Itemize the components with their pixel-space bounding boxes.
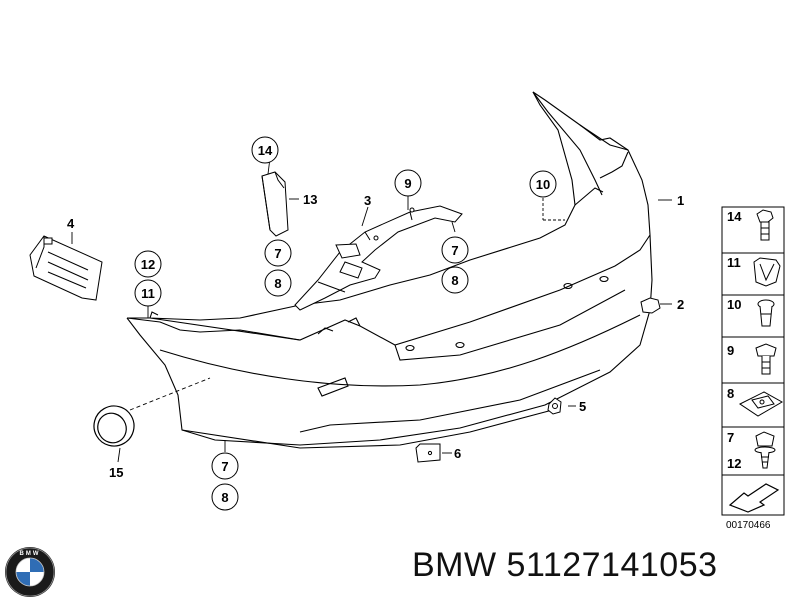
expanding-rivet-icon xyxy=(757,299,775,327)
svg-text:7: 7 xyxy=(451,243,458,258)
fastener-legend xyxy=(721,206,785,516)
svg-text:7: 7 xyxy=(221,459,228,474)
svg-text:9: 9 xyxy=(727,343,734,358)
callout-7-mid: 7 xyxy=(264,239,292,267)
direction-arrow-icon xyxy=(728,483,780,513)
bumper-cover xyxy=(126,91,653,449)
svg-text:13: 13 xyxy=(303,192,317,207)
svg-text:9: 9 xyxy=(404,176,411,191)
svg-text:12: 12 xyxy=(141,257,155,272)
callout-8-mid: 8 xyxy=(264,269,292,297)
vertical-bracket-part xyxy=(261,171,289,237)
svg-text:2: 2 xyxy=(677,297,684,312)
legend-item-9: 9 xyxy=(727,343,777,375)
svg-text:8: 8 xyxy=(727,386,734,401)
svg-text:1: 1 xyxy=(677,193,684,208)
svg-text:3: 3 xyxy=(364,193,371,208)
part-number-caption: BMW 51127141053 xyxy=(412,546,718,584)
callout-1: 1 xyxy=(677,193,684,208)
callout-3: 3 xyxy=(364,193,371,208)
callout-7-right: 7 xyxy=(441,236,469,264)
svg-text:5: 5 xyxy=(579,399,586,414)
callout-6: 6 xyxy=(454,446,461,461)
callout-10-top: 10 xyxy=(529,170,557,198)
clip-part xyxy=(547,397,562,415)
svg-text:8: 8 xyxy=(221,490,228,505)
callout-4: 4 xyxy=(67,216,75,231)
svg-text:12: 12 xyxy=(727,456,741,471)
callout-8-bottom: 8 xyxy=(211,483,239,511)
legend-item-7: 7 12 xyxy=(727,430,776,471)
spring-nut-icon xyxy=(753,257,781,287)
legend-item-14: 14 xyxy=(727,209,774,241)
center-bracket-part xyxy=(294,205,463,311)
speed-nut-icon xyxy=(739,391,784,417)
plug-part xyxy=(415,443,441,463)
svg-text:14: 14 xyxy=(727,209,742,224)
svg-text:8: 8 xyxy=(451,273,458,288)
svg-text:10: 10 xyxy=(727,297,741,312)
sensor-holder-part xyxy=(640,297,661,314)
drawing-code: 00170466 xyxy=(726,520,771,531)
leader-lines xyxy=(71,157,672,463)
svg-text:7: 7 xyxy=(727,430,734,445)
callout-11-left: 11 xyxy=(134,279,162,307)
legend-item-11: 11 xyxy=(727,255,781,287)
screw-icon xyxy=(754,431,776,469)
callout-2: 2 xyxy=(677,297,684,312)
clip-icon xyxy=(755,343,777,375)
svg-text:10: 10 xyxy=(536,177,550,192)
svg-text:14: 14 xyxy=(258,143,273,158)
svg-text:15: 15 xyxy=(109,465,123,480)
push-rivet-icon xyxy=(756,209,774,241)
svg-text:11: 11 xyxy=(141,286,155,301)
callout-7-bottom: 7 xyxy=(211,452,239,480)
svg-text:11: 11 xyxy=(727,255,741,270)
svg-text:7: 7 xyxy=(274,246,281,261)
legend-item-8: 8 xyxy=(727,386,784,417)
callout-5: 5 xyxy=(579,399,586,414)
callout-12-left: 12 xyxy=(134,250,162,278)
side-bracket-part xyxy=(29,235,103,301)
svg-text:8: 8 xyxy=(274,276,281,291)
svg-text:6: 6 xyxy=(454,446,461,461)
svg-text:4: 4 xyxy=(67,216,75,231)
tow-hook-cover-part xyxy=(93,405,135,447)
legend-item-10: 10 xyxy=(727,297,775,327)
bmw-logo: BMW xyxy=(5,547,55,597)
callout-15: 15 xyxy=(109,465,123,480)
callout-14-top: 14 xyxy=(251,136,279,164)
callout-8-right: 8 xyxy=(441,266,469,294)
callout-9-top: 9 xyxy=(394,169,422,197)
callout-13: 13 xyxy=(303,192,317,207)
logo-lettering: BMW xyxy=(20,551,41,557)
